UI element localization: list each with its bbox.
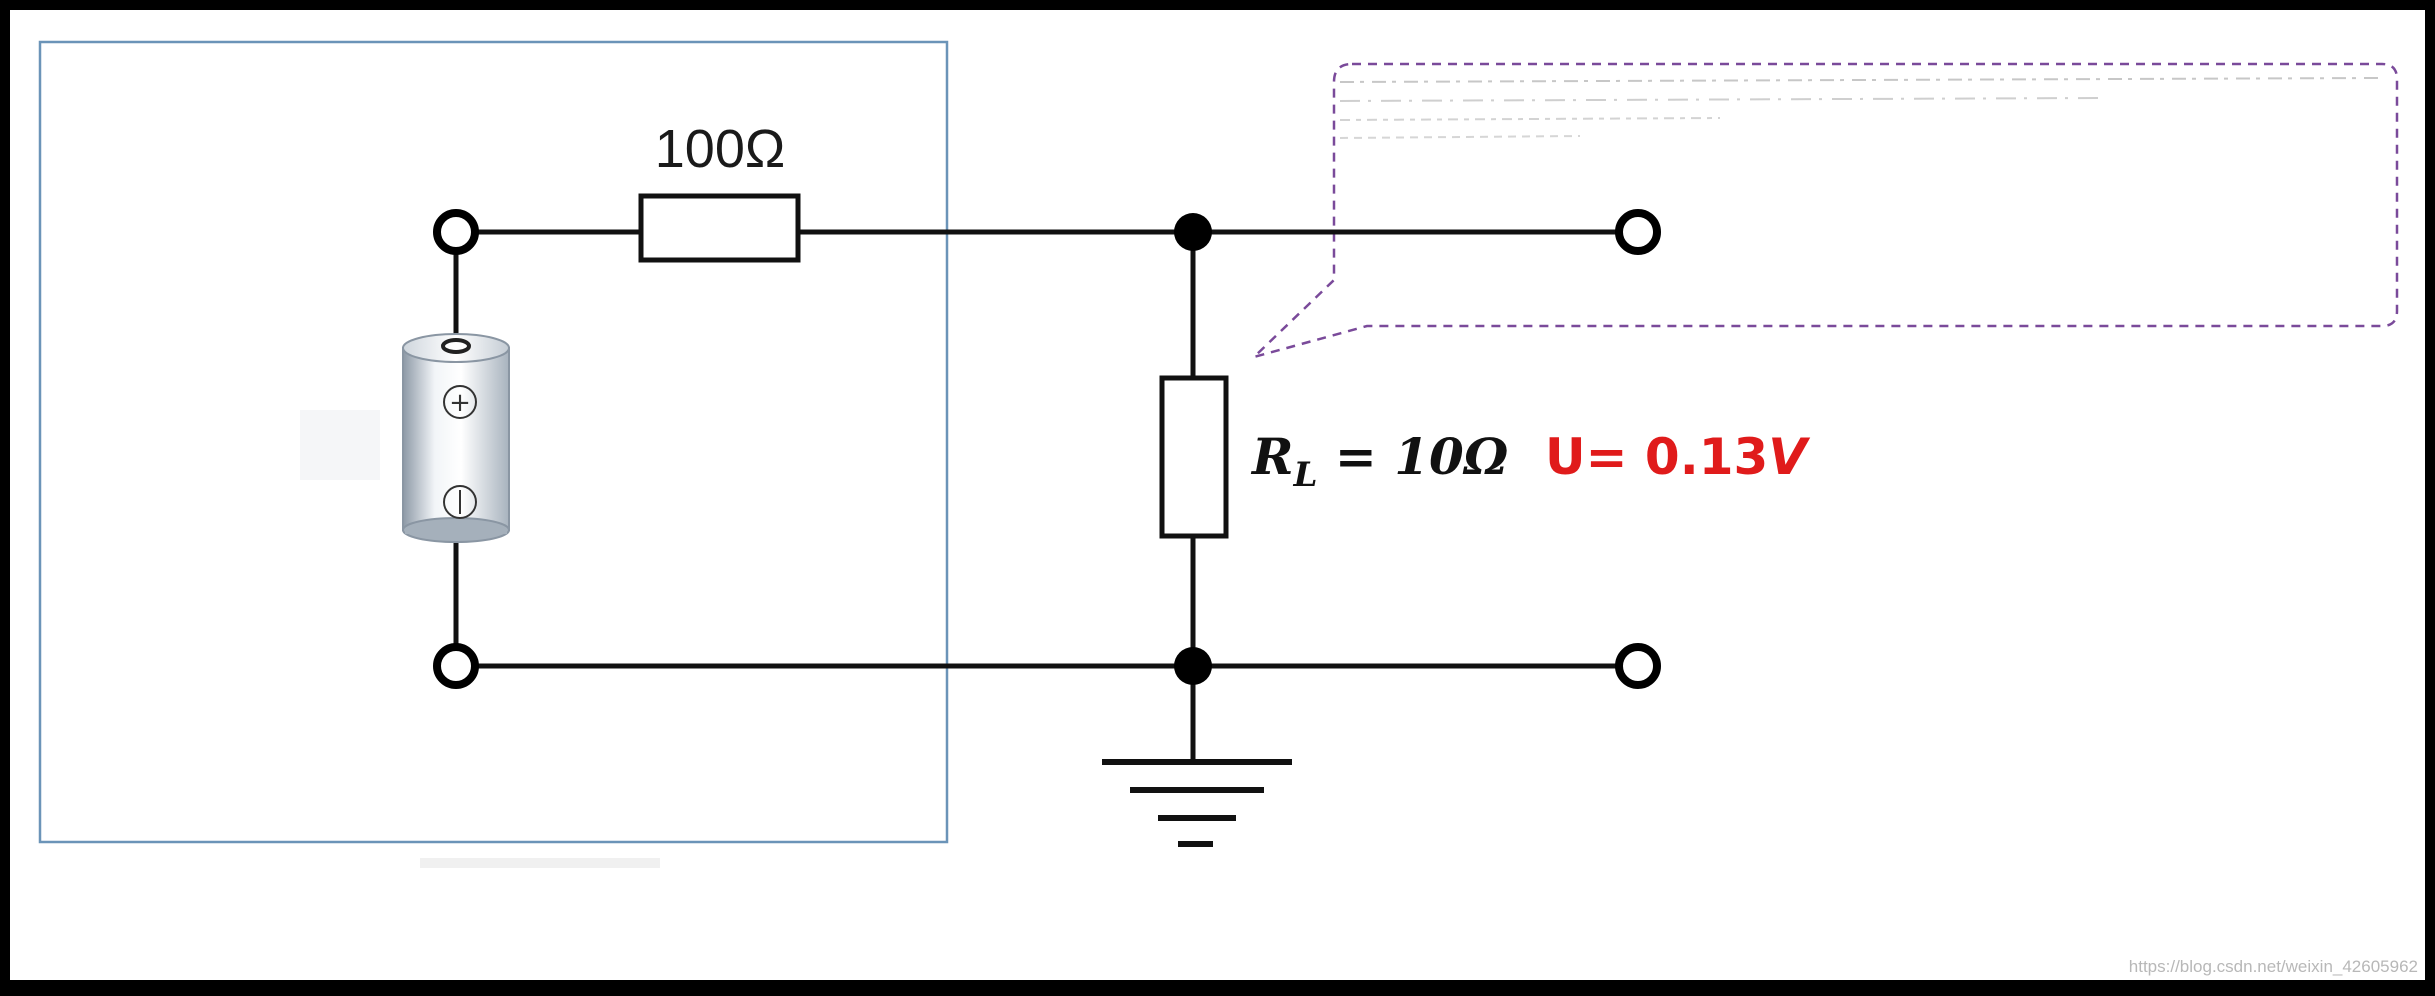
source-enclosure-box bbox=[38, 40, 949, 844]
load-subscript: L bbox=[1293, 455, 1318, 495]
series-resistor-label: 100Ω bbox=[655, 119, 785, 179]
battery-icon: + bbox=[402, 333, 510, 543]
terminal-bottom-left bbox=[433, 643, 479, 689]
load-resistor-label: RL = 10Ω bbox=[1250, 427, 1509, 495]
load-resistor bbox=[1159, 375, 1229, 539]
load-equals: = bbox=[1317, 427, 1394, 486]
battery-bottom-fill bbox=[405, 528, 507, 534]
junction-node-bottom bbox=[1174, 647, 1212, 685]
battery-minus-circle bbox=[443, 485, 477, 519]
voltage-value: 0.13 bbox=[1645, 428, 1768, 486]
faint-shadow-left bbox=[300, 410, 380, 480]
terminal-top-left bbox=[433, 209, 479, 255]
load-value: 10Ω bbox=[1394, 427, 1509, 486]
terminal-bottom-right bbox=[1615, 643, 1661, 689]
battery-terminal bbox=[441, 338, 471, 354]
battery-body bbox=[402, 347, 510, 531]
voltage-prefix: U= bbox=[1545, 428, 1645, 486]
battery-plus-circle bbox=[443, 385, 477, 419]
voltage-unit: V bbox=[1768, 428, 1810, 486]
faint-shadow-bottom bbox=[420, 858, 660, 868]
load-symbol: R bbox=[1250, 427, 1294, 486]
battery-plus-icon: + bbox=[449, 388, 471, 418]
ground-symbol-icon bbox=[1102, 759, 1292, 847]
terminal-top-right bbox=[1615, 209, 1661, 255]
voltage-label: U= 0.13V bbox=[1545, 428, 1810, 486]
series-resistor bbox=[638, 193, 801, 263]
callout-blurred-text bbox=[1339, 77, 2381, 139]
junction-node-top bbox=[1174, 213, 1212, 251]
callout-bubble bbox=[1253, 62, 2399, 359]
watermark-text: https://blog.csdn.net/weixin_42605962 bbox=[2129, 957, 2418, 976]
